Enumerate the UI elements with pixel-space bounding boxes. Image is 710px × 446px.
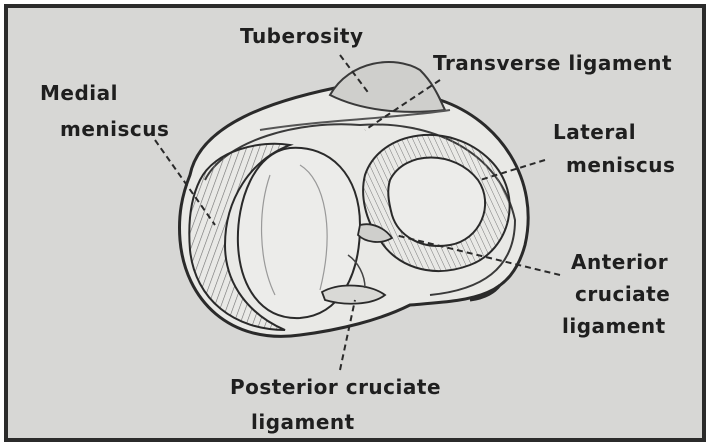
label-medial-meniscus-line2: meniscus <box>60 117 169 141</box>
label-tuberosity: Tuberosity <box>240 24 364 48</box>
label-transverse-ligament: Transverse ligament <box>433 51 672 75</box>
label-medial-meniscus-line1: Medial <box>40 81 118 105</box>
label-posterior-cruciate-line1: Posterior cruciate <box>230 375 441 399</box>
label-lateral-meniscus-line2: meniscus <box>566 153 675 177</box>
label-anterior-cruciate-line3: ligament <box>562 314 666 338</box>
label-lateral-meniscus-line1: Lateral <box>553 120 636 144</box>
label-anterior-cruciate-line2: cruciate <box>575 282 670 306</box>
label-posterior-cruciate-line2: ligament <box>251 410 355 434</box>
label-anterior-cruciate-line1: Anterior <box>571 250 668 274</box>
